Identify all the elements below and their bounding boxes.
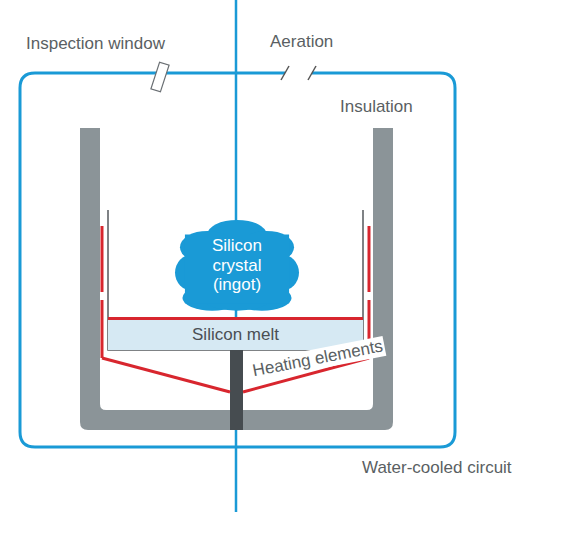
insulation-label: Insulation	[340, 97, 413, 117]
heating-element	[102, 226, 369, 392]
node-text: Silicon melt	[192, 325, 279, 345]
aeration-label: Aeration	[270, 32, 333, 52]
inspection-window	[151, 62, 169, 92]
node-text: Silicon crystal (ingot)	[197, 236, 277, 295]
water-cooled-housing	[20, 73, 455, 447]
pedestal	[230, 350, 243, 430]
insulation-wall	[80, 128, 393, 430]
crucible	[108, 210, 363, 350]
window-label: Inspection window	[26, 34, 165, 54]
crystal-ingot: Silicon crystal (ingot)	[175, 220, 299, 311]
aeration-mark	[281, 66, 289, 80]
circuit-label: Water-cooled circuit	[362, 458, 512, 478]
silicon-melt: Silicon melt	[108, 317, 363, 350]
aeration-mark	[308, 66, 316, 80]
